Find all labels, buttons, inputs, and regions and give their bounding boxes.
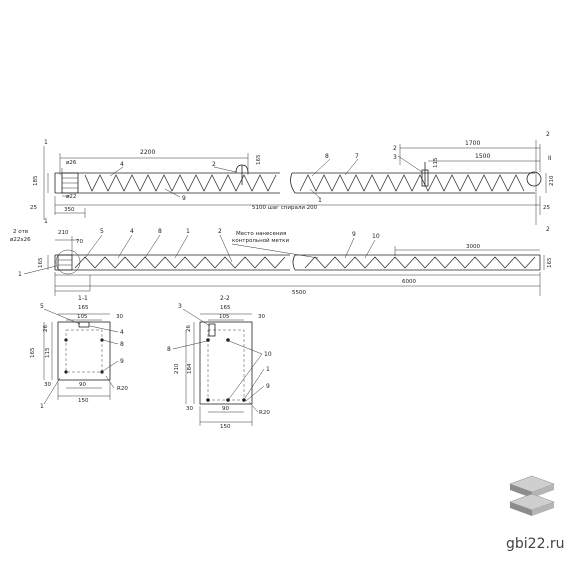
sec1-callout-4: 4 [120, 329, 124, 336]
callout-5-bottom: 5 [100, 228, 104, 235]
callout-7-top: 7 [355, 153, 359, 160]
beam-top-left [54, 164, 280, 194]
callout-4-top: 4 [120, 161, 124, 168]
sec2-w30a: 30 [258, 314, 265, 320]
callout-9-top: 9 [182, 195, 186, 202]
sec1-w30a: 30 [116, 314, 123, 320]
sec2-callout-9: 9 [266, 383, 270, 390]
dim-185-left: 185 [33, 175, 39, 186]
sec2-leaders [172, 308, 265, 413]
callout-1-left: 1 [18, 271, 22, 278]
sec2-w150: 150 [220, 424, 231, 430]
sec1-leaders [43, 308, 119, 405]
section-2-2-title: 2-2 [220, 295, 230, 302]
dim-3000: 3000 [466, 244, 480, 250]
callout-2-top-right: 2 [393, 145, 397, 152]
dim-165-bottom-left: 165 [38, 257, 44, 268]
detail-circle-I [55, 249, 81, 275]
sec1-w150: 150 [78, 398, 89, 404]
sec2-w30b: 30 [186, 406, 193, 412]
dim-350: 350 [64, 207, 75, 213]
section-2-2 [185, 313, 253, 426]
dim-22-top: ø22 [66, 194, 76, 200]
callout-10-bottom: 10 [372, 233, 380, 240]
beam-bottom-right [292, 254, 541, 271]
beam-top-right [290, 162, 542, 194]
stacked-slabs-icon [509, 475, 555, 516]
callout-2-top: 2 [212, 161, 216, 168]
dim-6000: 6000 [402, 279, 416, 285]
sec2-h184: 184 [187, 363, 193, 374]
section-mark-2-bottom: 2 [546, 226, 550, 233]
dim-210-bottom: 210 [58, 230, 69, 236]
section-mark-1-bottom: 1 [44, 218, 48, 225]
sec1-h115: 115 [45, 347, 51, 358]
bottom-leaders [23, 234, 376, 275]
sec1-callout-1: 1 [40, 403, 44, 410]
sec1-w165: 165 [78, 305, 89, 311]
sec1-callout-8: 8 [120, 341, 124, 348]
section-mark-1-top: 1 [44, 139, 48, 146]
mark-note-1: Место нанесения [236, 231, 286, 237]
sec1-r20: R20 [117, 386, 128, 392]
sec2-callout-1: 1 [266, 366, 270, 373]
dim-70: 70 [76, 239, 83, 245]
callout-9-bottom: 9 [352, 231, 356, 238]
dim-25-right: 25 [543, 205, 550, 211]
section-mark-2-top: 2 [546, 131, 550, 138]
dim-26-top: ø26 [66, 160, 77, 166]
holes-size: ø22х26 [10, 237, 31, 243]
holes-note: 2 отв [13, 229, 28, 235]
dim-5100: 5100 шаг спирали 200 [252, 205, 318, 211]
dim-25-left: 25 [30, 205, 37, 211]
sec2-h26: 26 [186, 325, 192, 332]
callout-8-bottom: 8 [158, 228, 162, 235]
dim-2200: 2200 [140, 149, 155, 156]
sec1-h165: 165 [30, 347, 36, 358]
dim-1500: 1500 [475, 153, 490, 160]
sec2-callout-10: 10 [264, 351, 272, 358]
sec1-callout-5: 5 [40, 303, 44, 310]
callout-8-top: 8 [325, 153, 329, 160]
sec2-h210: 210 [174, 363, 180, 374]
bottom-dimensions [47, 236, 545, 296]
dim-165-bottom-right: 165 [547, 257, 553, 268]
sec1-h26: 26 [43, 325, 49, 332]
sec2-callout-3: 3 [178, 303, 182, 310]
section-1-1-title: 1-1 [78, 295, 88, 302]
sec2-w165: 165 [220, 305, 231, 311]
sec1-callout-9: 9 [120, 358, 124, 365]
callout-3-top: 3 [393, 154, 397, 161]
callout-1-top: 1 [318, 197, 322, 204]
dim-210-right: 210 [549, 175, 555, 186]
callout-1-bottom: 1 [186, 228, 190, 235]
dim-165-top: 165 [256, 154, 262, 165]
dim-115: 115 [433, 157, 439, 168]
sec2-w105: 105 [219, 314, 230, 320]
callout-2-bottom: 2 [218, 228, 222, 235]
top-dimensions [43, 140, 547, 225]
sec2-w90: 90 [222, 406, 229, 412]
brand-site[interactable]: gbi22.ru [506, 536, 565, 552]
sec1-w105: 105 [77, 314, 88, 320]
beam-bottom-left [54, 254, 290, 271]
section-1-1 [43, 313, 111, 400]
top-leaders [109, 155, 423, 200]
callout-4-bottom: 4 [130, 228, 134, 235]
sec1-w30b: 30 [44, 382, 51, 388]
sec2-r20: R20 [259, 410, 270, 416]
sec2-callout-8: 8 [167, 346, 171, 353]
sec1-w90: 90 [79, 382, 86, 388]
mark-note-2: контрольной метки [232, 237, 289, 244]
callout-II: II [548, 155, 552, 162]
dim-5500: 5500 [292, 290, 306, 296]
dim-1700: 1700 [465, 140, 480, 147]
